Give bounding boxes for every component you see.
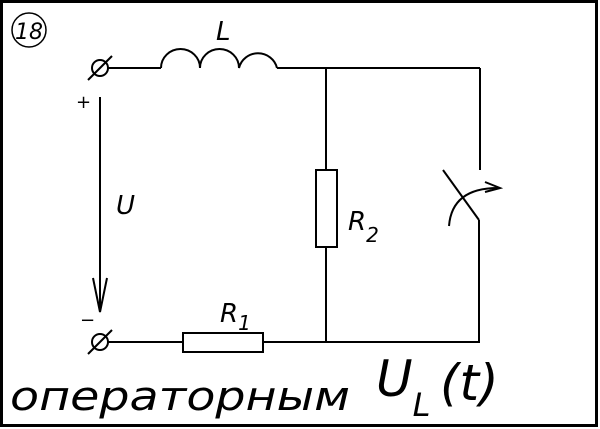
resistor-r1 — [182, 332, 264, 353]
arrowhead-icon — [484, 181, 504, 193]
problem-number-badge: 18 — [11, 12, 47, 48]
problem-number: 18 — [15, 20, 43, 45]
r2-label: R2 — [348, 207, 379, 247]
voltage-arrow — [92, 97, 108, 313]
plus-sign: + — [76, 92, 91, 113]
switch-arrow-arc — [448, 187, 499, 227]
caption-ul: UL — [376, 350, 430, 424]
minus-sign: − — [80, 310, 95, 331]
switch — [442, 169, 504, 342]
caption-text: операторным — [10, 374, 350, 420]
caption-arg: (t) — [440, 354, 499, 412]
terminal-bottom — [87, 329, 113, 355]
r1-label: R1 — [220, 299, 251, 335]
resistor-r2 — [315, 169, 338, 248]
inductor-coil — [160, 48, 278, 69]
inductor-label: L — [216, 17, 231, 47]
voltage-label: U — [116, 191, 135, 221]
